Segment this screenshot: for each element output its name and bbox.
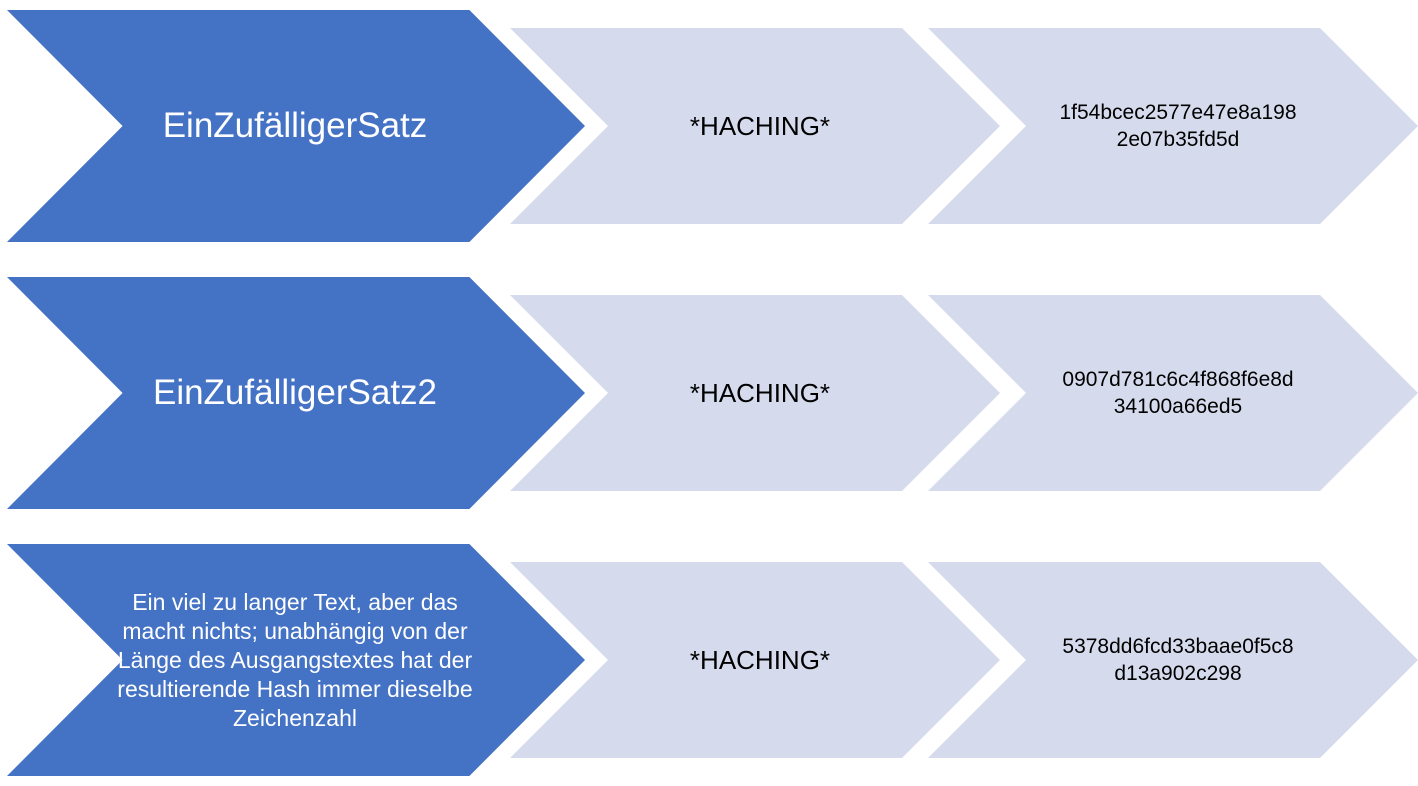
hash-line-2: d13a902c298: [1114, 662, 1242, 685]
hash-row-2: EinZufälligerSatz2 *HACHING* 0907d781c6c…: [0, 277, 1418, 509]
hash-line-2: 2e07b35fd5d: [1116, 128, 1240, 151]
hash-line-1: 5378dd6fcd33baae0f5c8: [1062, 635, 1294, 658]
hash-row-1: EinZufälligerSatz *HACHING* 1f54bcec2577…: [0, 10, 1418, 242]
hashing-step-label: *HACHING*: [689, 645, 831, 675]
hash-line-2: 34100a66ed5: [1113, 395, 1243, 418]
input-text: Ein viel zu langer Text, aber das macht …: [117, 588, 473, 731]
input-chevron: EinZufälligerSatz2: [7, 277, 585, 509]
input-text: EinZufälligerSatz: [162, 106, 428, 145]
hash-line-1: 0907d781c6c4f868f6e8d: [1062, 368, 1294, 391]
hash-output-text: 1f54bcec2577e47e8a198 2e07b35fd5d: [1028, 99, 1328, 153]
input-chevron: EinZufälligerSatz: [7, 10, 585, 242]
hash-output-text: 0907d781c6c4f868f6e8d 34100a66ed5: [1028, 366, 1328, 420]
hashing-step-label: *HACHING*: [689, 111, 831, 141]
hash-output-text: 5378dd6fcd33baae0f5c8 d13a902c298: [1028, 633, 1328, 687]
input-chevron: Ein viel zu langer Text, aber das macht …: [7, 544, 585, 776]
hash-output-chevron: 1f54bcec2577e47e8a198 2e07b35fd5d: [928, 28, 1418, 224]
hashing-step-label: *HACHING*: [689, 378, 831, 408]
hash-line-1: 1f54bcec2577e47e8a198: [1059, 101, 1297, 124]
input-text: EinZufälligerSatz2: [152, 373, 438, 412]
hash-output-chevron: 0907d781c6c4f868f6e8d 34100a66ed5: [928, 295, 1418, 491]
hash-output-chevron: 5378dd6fcd33baae0f5c8 d13a902c298: [928, 562, 1418, 758]
hash-row-3: Ein viel zu langer Text, aber das macht …: [0, 544, 1418, 776]
